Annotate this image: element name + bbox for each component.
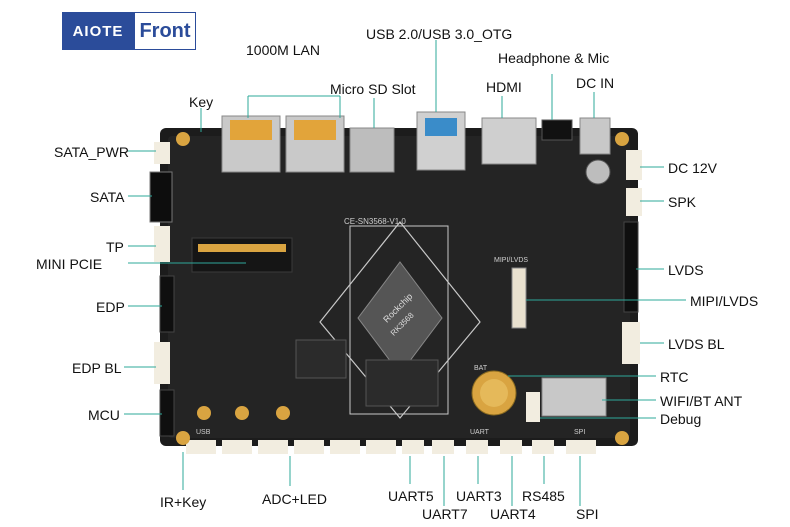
mini-pcie-slot (191, 237, 293, 273)
spk-connector (626, 188, 642, 216)
headphone-jack (541, 119, 573, 141)
board-id: CE-SN3568-V1.0 (344, 217, 406, 226)
mount-hole (176, 132, 190, 146)
bottom-connectors (186, 440, 596, 454)
label-sata-pwr: SATA_PWR (54, 144, 129, 160)
label-wifi-bt-ant: WIFI/BT ANT (660, 393, 743, 409)
label-lvds: LVDS (668, 262, 704, 278)
label-rtc: RTC (660, 369, 689, 385)
silk-usb: USB (196, 429, 211, 436)
label-key: Key (189, 94, 214, 110)
capacitor (585, 159, 611, 185)
mount-hole (176, 431, 190, 445)
lvds-bl-connector (622, 322, 640, 364)
label-uart4: UART4 (490, 506, 536, 522)
label-dc-in: DC IN (576, 75, 615, 91)
battery-silk: BAT (474, 365, 488, 372)
label-mipi-lvds: MIPI/LVDS (690, 293, 759, 309)
hdmi-port (481, 117, 537, 165)
soc-diamond-outline (319, 221, 481, 419)
mount-hole (615, 132, 629, 146)
mount-hole (615, 431, 629, 445)
label-debug: Debug (660, 411, 702, 427)
pad (276, 406, 290, 420)
lan-ports (221, 115, 345, 173)
label-lvds-bl: LVDS BL (668, 336, 725, 352)
label-edp-bl: EDP BL (72, 360, 122, 376)
label-mcu: MCU (88, 407, 120, 423)
logo-suffix: Front (134, 12, 196, 50)
mipi-silk: MIPI/LVDS (494, 257, 528, 264)
soc-area (349, 225, 449, 415)
edp-header (159, 275, 175, 333)
label-spi: SPI (576, 506, 599, 522)
mipi-lvds-fpc (511, 267, 527, 329)
emmc-chip (295, 339, 347, 379)
micro-sd-slot (349, 127, 395, 173)
label-ir-key: IR+Key (160, 494, 207, 510)
label-micro-sd-slot: Micro SD Slot (330, 81, 416, 97)
pad (197, 406, 211, 420)
label-headphone-mic: Headphone & Mic (498, 50, 610, 66)
wifi-module (541, 377, 607, 417)
label-edp: EDP (96, 299, 125, 315)
aiote-logo: AIOTE Front (62, 12, 196, 50)
tp-connector (154, 226, 170, 262)
label-tp: TP (106, 239, 124, 255)
label-dc-12v: DC 12V (668, 160, 718, 176)
silk-spi: SPI (574, 429, 585, 436)
debug-connector (526, 392, 540, 422)
label-rs485: RS485 (522, 488, 565, 504)
dc-in-jack (579, 117, 611, 155)
mcu-header (159, 389, 175, 437)
edp-bl-connector (154, 342, 170, 384)
label-uart5: UART5 (388, 488, 434, 504)
leader-lines (124, 40, 686, 506)
pad (235, 406, 249, 420)
dc12v-connector (626, 150, 642, 180)
logo-brand: AIOTE (62, 12, 134, 50)
usb-port (416, 111, 466, 171)
label-usb: USB 2.0/USB 3.0_OTG (366, 26, 513, 42)
sata-pwr-connector (154, 142, 170, 164)
label-adc-led: ADC+LED (262, 491, 327, 507)
label-uart3: UART3 (456, 488, 502, 504)
lvds-header (623, 221, 639, 313)
silk-uart: UART (470, 429, 490, 436)
label-sata: SATA (90, 189, 125, 205)
label-mini-pcie: MINI PCIE (36, 256, 103, 272)
memory-chip (365, 359, 439, 407)
sata-connector (149, 171, 173, 223)
label-uart7: UART7 (422, 506, 468, 522)
label-1000m-lan: 1000M LAN (246, 42, 320, 58)
label-spk: SPK (668, 194, 697, 210)
label-hdmi: HDMI (486, 79, 522, 95)
